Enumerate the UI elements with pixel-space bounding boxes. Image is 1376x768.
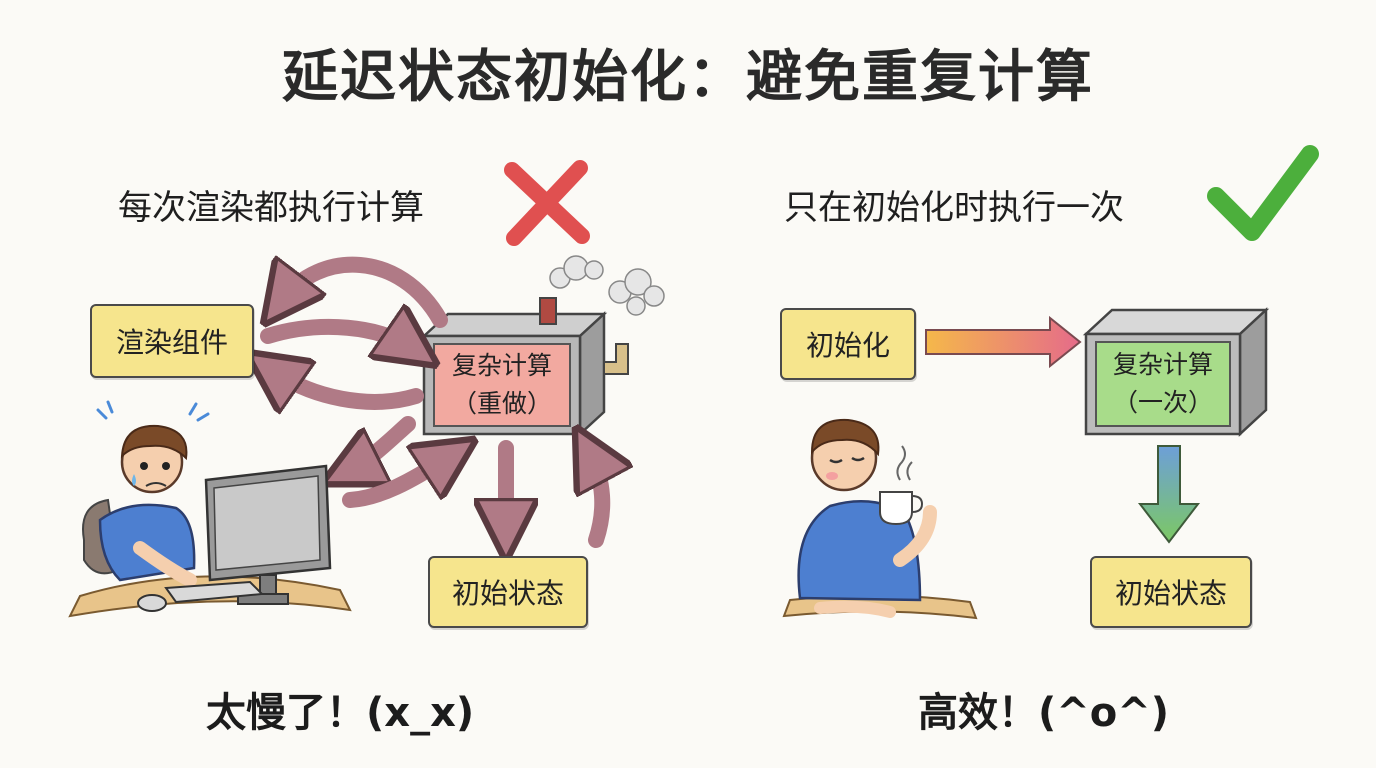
complex-calc-machine-good: [1082, 307, 1270, 437]
good-machine-line2: （一次）: [1112, 388, 1213, 417]
stressed-developer-illustration: [68, 400, 352, 618]
bad-machine-line2: （重做）: [451, 389, 552, 418]
render-component-box: 渲染组件: [90, 304, 254, 378]
calc-to-state-arrow: [1137, 445, 1201, 544]
good-machine-line1: 复杂计算: [1112, 350, 1213, 379]
relaxed-developer-illustration: [782, 418, 978, 620]
initialize-box: 初始化: [780, 308, 916, 380]
bad-machine-line1: 复杂计算: [451, 351, 552, 380]
check-icon: [1207, 145, 1319, 241]
recompute-loop-arrows: [268, 265, 602, 540]
complex-calc-machine-bad: [420, 255, 665, 437]
left-initial-state-box: 初始状态: [428, 556, 588, 628]
good-machine-label: 复杂计算 （一次）: [1096, 342, 1230, 426]
init-to-calc-arrow: [925, 315, 1082, 369]
bad-machine-label: 复杂计算 （重做）: [434, 344, 570, 426]
cross-icon: [504, 160, 590, 246]
page-title: 延迟状态初始化：避免重复计算: [282, 45, 1094, 110]
right-heading: 只在初始化时执行一次: [784, 188, 1124, 228]
smoke-icon: [549, 255, 665, 316]
left-caption: 太慢了！(x_x): [206, 690, 475, 736]
right-caption: 高效！(^o^): [918, 690, 1170, 736]
left-heading: 每次渲染都执行计算: [118, 188, 424, 228]
right-initial-state-box: 初始状态: [1090, 556, 1252, 628]
